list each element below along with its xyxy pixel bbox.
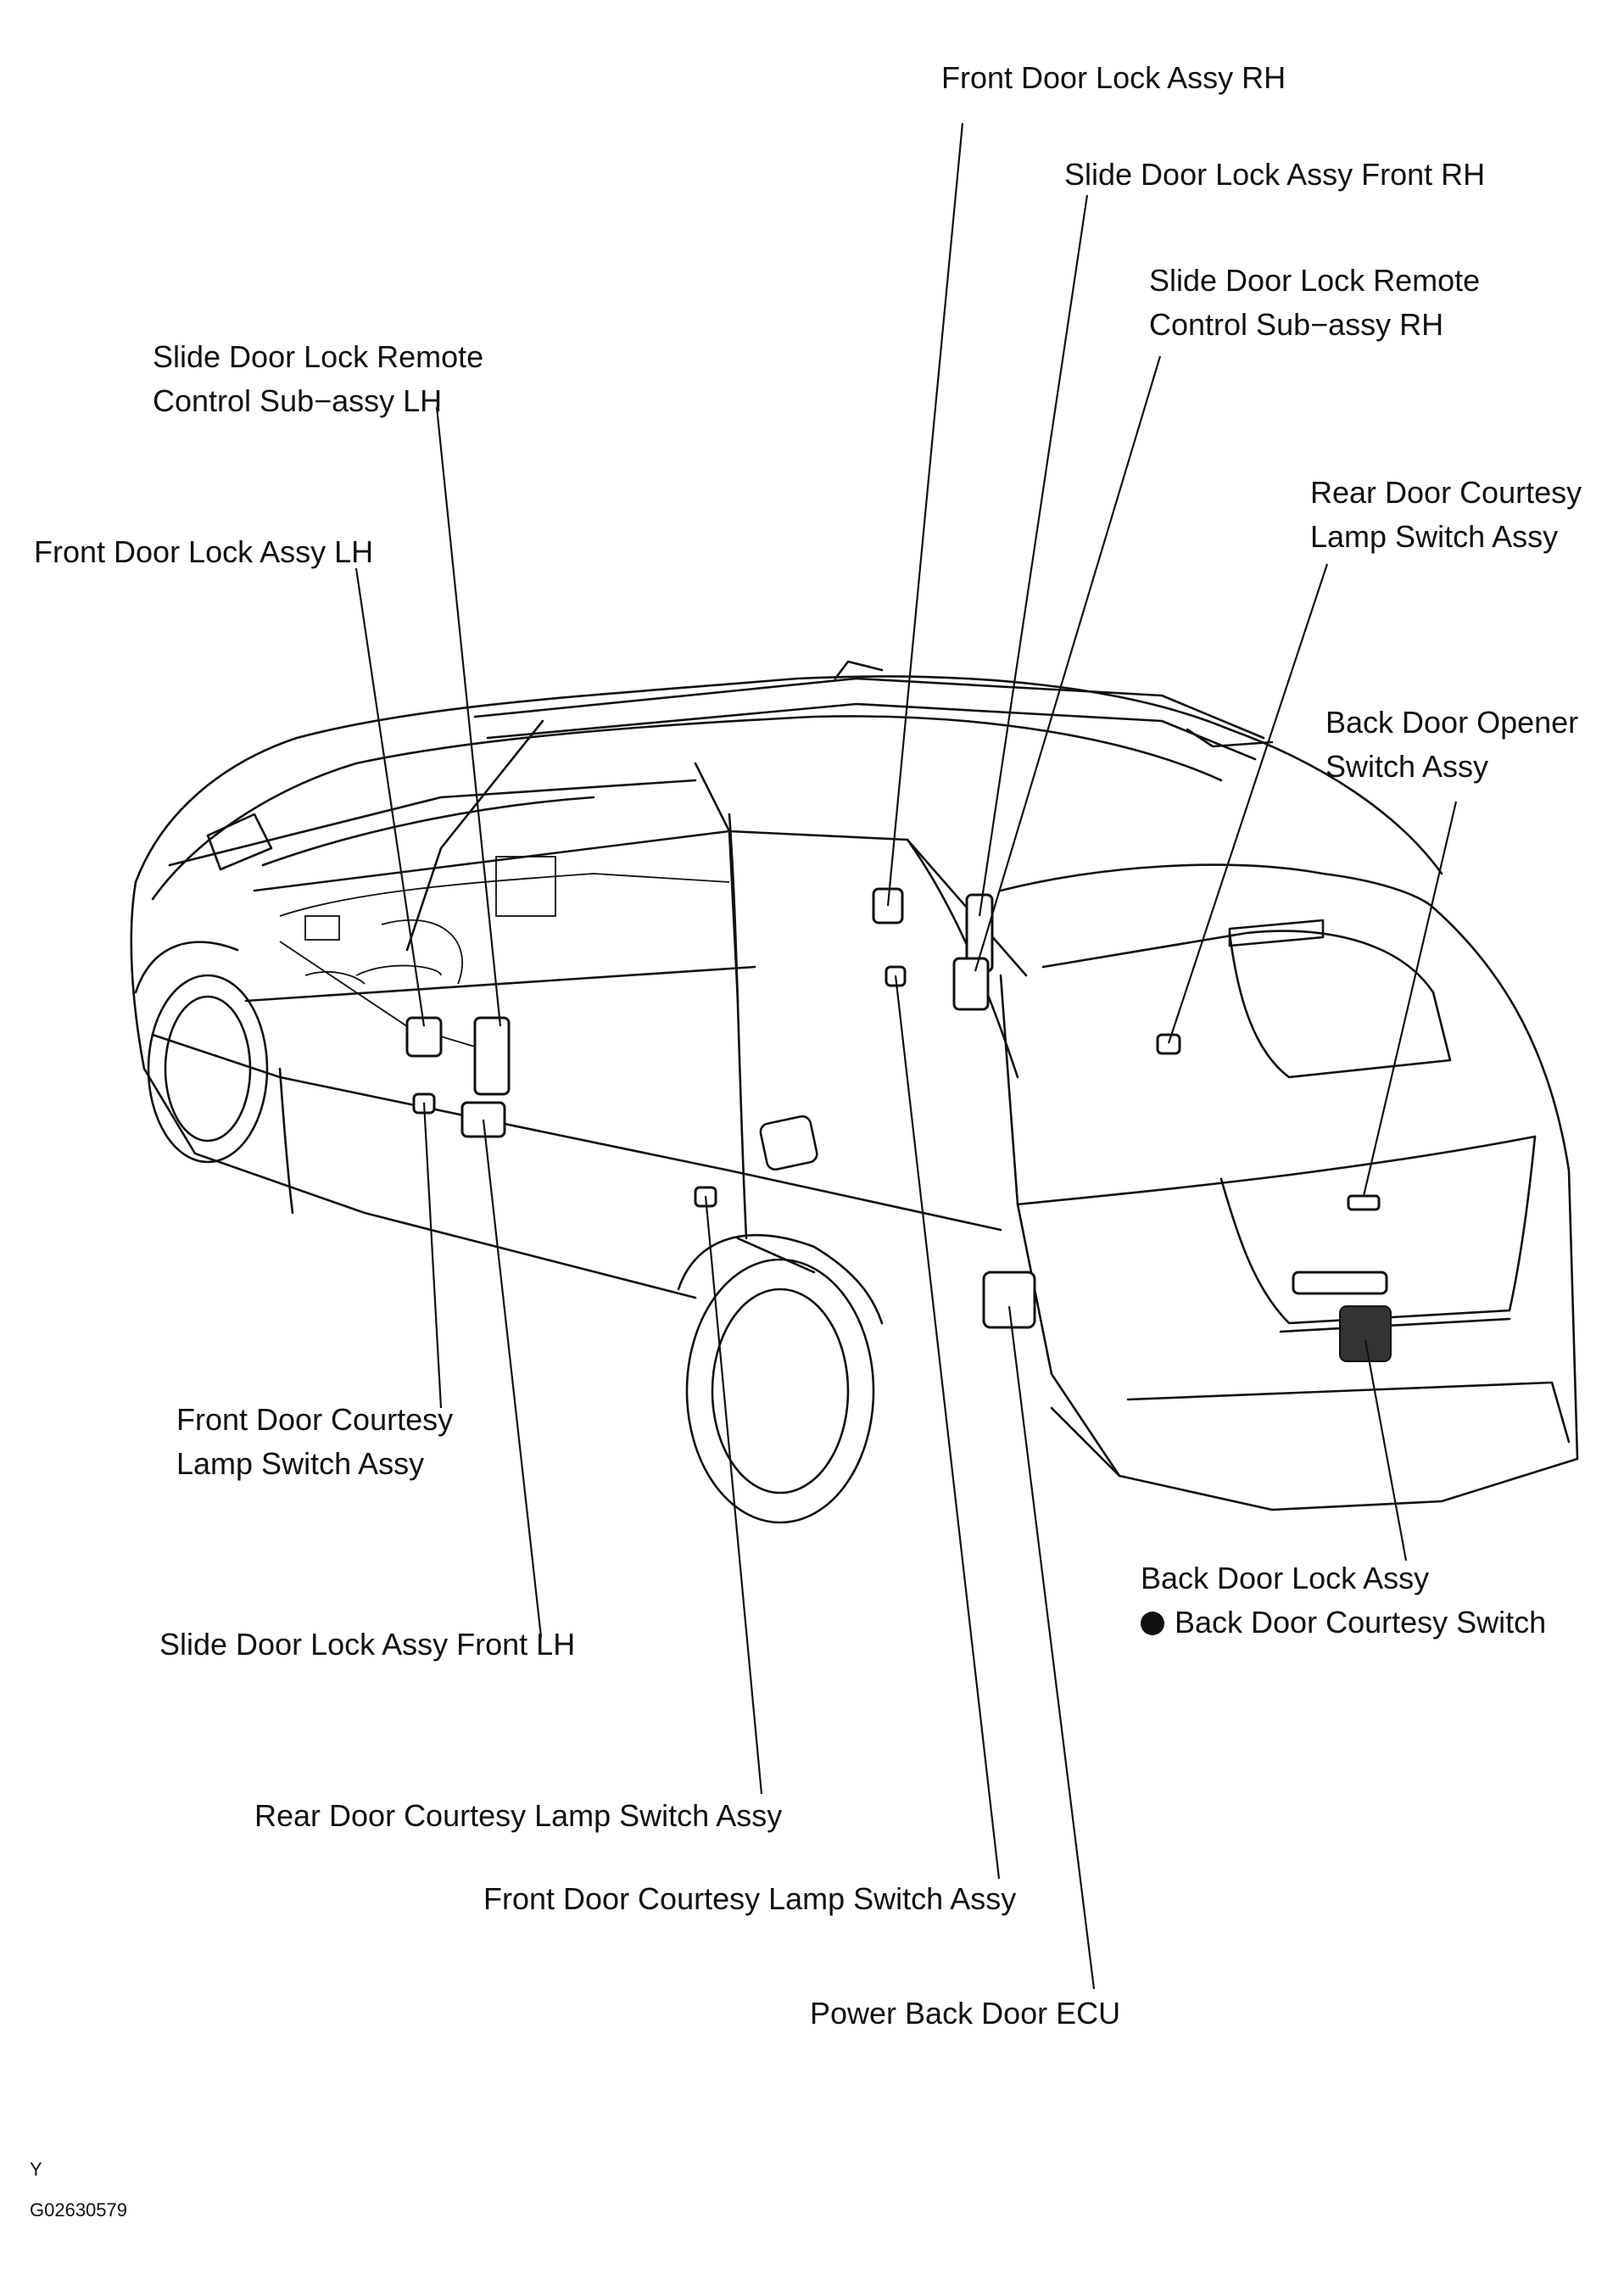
label-slide-remote-rh: Slide Door Lock Remote Control Sub−assy … <box>1149 259 1480 347</box>
footer-code-letter: Y <box>30 2159 42 2180</box>
label-line-1: Front Door Courtesy <box>176 1402 454 1437</box>
label-text: Rear Door Courtesy Lamp Switch Assy <box>254 1798 783 1833</box>
bullet-dot-icon <box>1141 1612 1164 1635</box>
rear-door-courtesy-switch-rh-part <box>1156 1033 1181 1055</box>
back-door-lock-upper-part <box>1292 1271 1388 1295</box>
label-text: Slide Door Lock Assy Front LH <box>159 1627 576 1662</box>
label-line-2: Control Sub−assy RH <box>1149 307 1444 342</box>
slide-door-remote-rh-part <box>952 957 990 1011</box>
label-line-2: Lamp Switch Assy <box>1310 519 1559 554</box>
label-line-2: Switch Assy <box>1325 749 1489 784</box>
label-slide-door-lock-front-rh: Slide Door Lock Assy Front RH <box>1064 153 1485 197</box>
component-parts <box>405 887 1392 1362</box>
label-line-2: Control Sub−assy LH <box>153 383 443 418</box>
footer-figure-id: G02630579 <box>30 2199 127 2221</box>
label-front-courtesy-lamp-switch: Front Door Courtesy Lamp Switch Assy <box>483 1877 1016 1921</box>
leader-back-door-lock <box>1364 1339 1408 1562</box>
leader-slide-remote-rh <box>974 355 1162 972</box>
label-line-2: Lamp Switch Assy <box>176 1446 425 1481</box>
label-front-door-lock-rh: Front Door Lock Assy RH <box>941 56 1286 100</box>
leader-front-courtesy-lh <box>422 1102 443 1409</box>
leader-rear-courtesy-rh <box>1167 563 1329 1044</box>
label-line-1: Rear Door Courtesy <box>1310 475 1582 510</box>
leader-rear-courtesy-lamp-switch <box>704 1195 763 1795</box>
power-back-door-ecu-part <box>982 1271 1036 1329</box>
back-door-opener-switch-part <box>1347 1194 1381 1211</box>
leader-slide-remote-lh <box>435 406 502 1027</box>
slide-door-remote-lh-part <box>473 1016 511 1096</box>
leader-slide-door-lock-front-rh <box>978 194 1089 917</box>
label-text: Front Door Lock Assy LH <box>34 534 374 569</box>
label-line-1: Back Door Lock Assy <box>1141 1561 1430 1595</box>
label-bullet-text: Back Door Courtesy Switch <box>1175 1605 1547 1640</box>
label-power-back-door-ecu: Power Back Door ECU <box>810 1992 1120 2036</box>
label-back-door-lock: Back Door Lock Assy Back Door Courtesy S… <box>1141 1556 1546 1645</box>
front-door-lock-lh-part <box>405 1016 443 1058</box>
label-line-1: Back Door Opener <box>1325 705 1579 740</box>
leader-slide-door-lock-front-lh <box>482 1119 543 1638</box>
label-text: Front Door Courtesy Lamp Switch Assy <box>483 1881 1017 1916</box>
leader-power-back-door-ecu <box>1007 1305 1096 1990</box>
label-rear-courtesy-rh: Rear Door Courtesy Lamp Switch Assy <box>1310 471 1582 559</box>
label-rear-courtesy-lamp-switch: Rear Door Courtesy Lamp Switch Assy <box>254 1794 782 1838</box>
label-back-door-opener: Back Door Opener Switch Assy <box>1325 701 1578 789</box>
leader-front-door-lock-rh <box>886 122 964 907</box>
vehicle-body-outline <box>130 660 1579 1524</box>
leader-lines <box>354 122 1458 1990</box>
label-front-courtesy-lh: Front Door Courtesy Lamp Switch Assy <box>176 1398 453 1486</box>
label-line-1: Slide Door Lock Remote <box>153 339 484 374</box>
label-text: Slide Door Lock Assy Front RH <box>1064 157 1486 192</box>
label-front-door-lock-lh: Front Door Lock Assy LH <box>34 530 373 574</box>
label-text: Front Door Lock Assy RH <box>941 60 1286 95</box>
leader-back-door-opener <box>1362 801 1458 1197</box>
label-line-1: Slide Door Lock Remote <box>1149 263 1481 298</box>
label-slide-door-lock-front-lh: Slide Door Lock Assy Front LH <box>159 1623 575 1667</box>
leader-front-door-lock-lh <box>354 567 426 1027</box>
back-door-lock-part <box>1339 1305 1392 1362</box>
label-slide-remote-lh: Slide Door Lock Remote Control Sub−assy … <box>153 335 483 423</box>
label-line-2: Back Door Courtesy Switch <box>1141 1601 1546 1645</box>
leader-front-courtesy-lamp-switch <box>894 975 1001 1880</box>
label-text: Power Back Door ECU <box>810 1996 1121 2031</box>
